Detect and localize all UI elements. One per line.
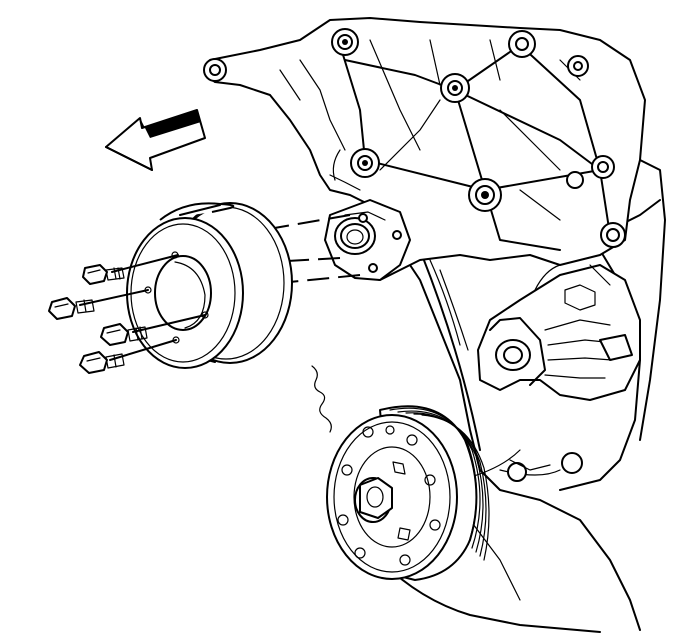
bracket-boss bbox=[591, 155, 615, 179]
bracket-boss bbox=[600, 222, 626, 248]
bracket-boss bbox=[440, 73, 470, 103]
bracket-boss bbox=[508, 30, 536, 58]
engine-front-bracket bbox=[203, 17, 646, 281]
bracket-boss bbox=[567, 55, 589, 77]
bracket-boss bbox=[468, 178, 502, 212]
pulley-bolt bbox=[79, 339, 177, 374]
water-pump-pulley bbox=[126, 202, 293, 369]
crankshaft-balancer bbox=[326, 405, 490, 581]
break-leader-line bbox=[311, 365, 332, 433]
bracket-boss bbox=[331, 28, 359, 56]
pulley-bolt bbox=[82, 254, 179, 285]
pulley-bolt bbox=[100, 314, 206, 346]
pulley-bolt bbox=[48, 289, 149, 320]
bracket-boss bbox=[566, 171, 584, 189]
bracket-boss bbox=[350, 148, 380, 178]
water-pump bbox=[324, 199, 641, 482]
direction-arrow bbox=[105, 109, 206, 171]
